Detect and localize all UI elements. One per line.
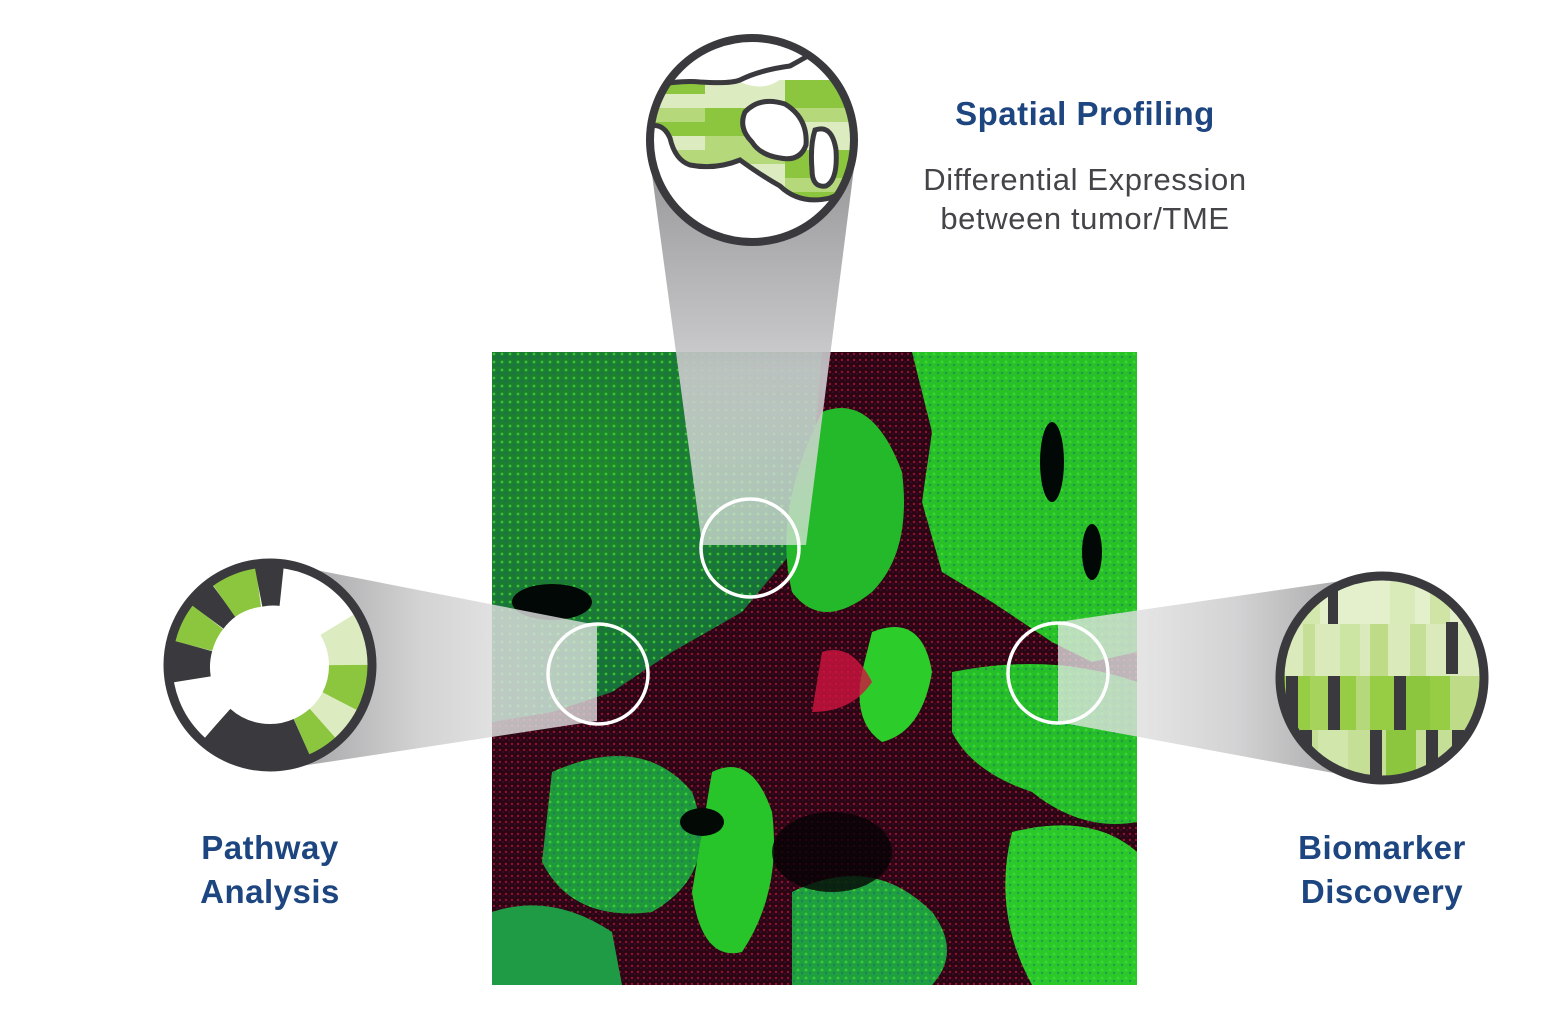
subtitle-line-1: Differential Expression	[923, 162, 1247, 197]
biomarker-line-2: Discovery	[1300, 873, 1464, 910]
spatial-map-icon	[646, 34, 858, 246]
tissue-fluorescence-image	[492, 352, 1137, 985]
biomarker-line-1: Biomarker	[1298, 829, 1466, 866]
subtitle-line-2: between tumor/TME	[940, 201, 1230, 236]
spatial-profiling-subtitle: Differential Expression between tumor/TM…	[880, 160, 1290, 238]
pathway-donut-icon	[163, 558, 377, 772]
pathway-line-1: Pathway	[201, 829, 339, 866]
spatial-profiling-title: Spatial Profiling	[955, 95, 1215, 132]
biomarker-heatmap-icon	[1275, 571, 1489, 785]
biomarker-discovery-label: Biomarker Discovery	[1262, 826, 1502, 914]
pathway-analysis-label: Pathway Analysis	[150, 826, 390, 914]
pathway-line-2: Analysis	[200, 873, 340, 910]
